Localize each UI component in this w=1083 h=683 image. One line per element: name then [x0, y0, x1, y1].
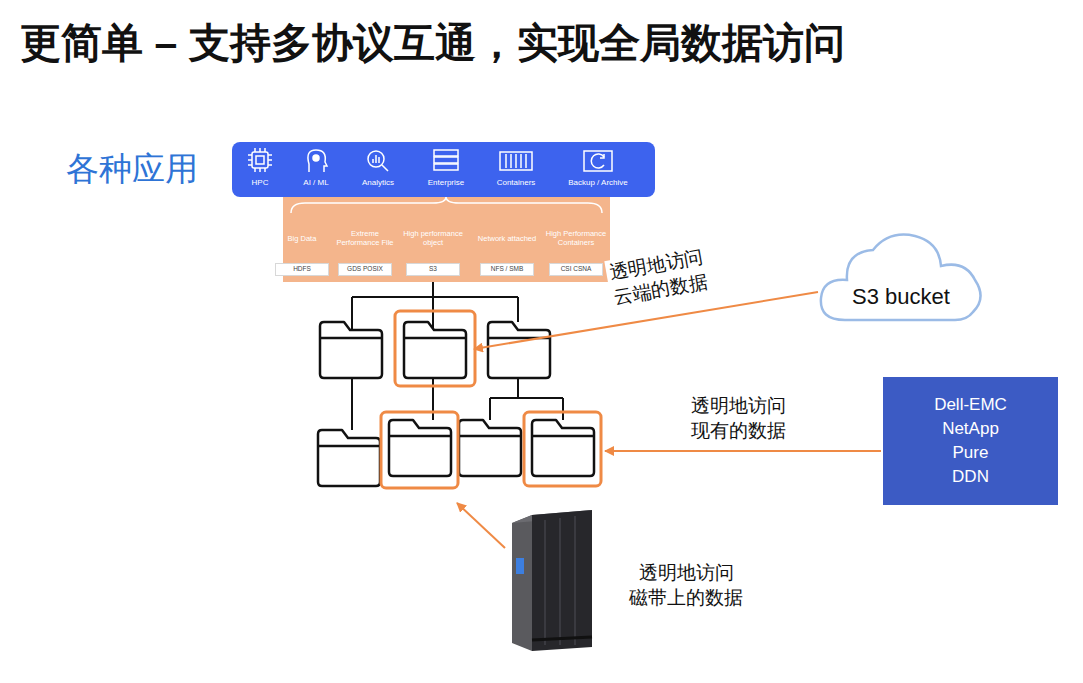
highlight-frames: [395, 311, 475, 386]
application-icons: [505, 154, 507, 168]
application-bar: 各种应用HPCAI / MLAnalyticsEnterpriseContain…: [232, 142, 655, 197]
vendor-list: Dell-EMC NetApp Pure DDN: [903, 393, 1038, 490]
protocol-category: High Performance Containers: [545, 219, 607, 259]
folder-icons: [459, 420, 521, 476]
page-title: 更简单 – 支持多协议互通，实现全局数据访问: [20, 16, 845, 71]
application-icons: [248, 148, 272, 172]
application-icons: [500, 152, 532, 170]
protocol-category: Extreme Performance File: [334, 219, 396, 259]
application-label: Backup / Archive: [558, 178, 638, 187]
bracket: [291, 197, 602, 213]
storage-vendor-box: Dell-EMC NetApp Pure DDN: [883, 377, 1058, 505]
protocol-category: Big Data: [271, 219, 333, 259]
protocol-box: GDS POSIX: [338, 263, 392, 276]
application-icons: [308, 150, 327, 172]
tape-library: [512, 515, 532, 651]
folder-icons: [532, 420, 594, 476]
tape-library: [532, 637, 592, 640]
protocol-band: Big DataExtreme Performance FileHigh per…: [283, 197, 610, 282]
protocol-name: HDFS: [276, 265, 328, 272]
access-arrows: [457, 292, 881, 548]
application-icons: [525, 154, 527, 168]
application-icons: [313, 155, 319, 161]
tape-library: [574, 516, 576, 645]
protocol-name: GDS POSIX: [339, 265, 391, 272]
callout-note: 透明地访问 现有的数据: [688, 393, 789, 444]
protocol-name: CSI CSNA: [550, 265, 602, 272]
application-icons: [248, 148, 272, 172]
protocol-category: Network attached: [476, 219, 538, 259]
callout-note: 透明地访问 磁带上的数据: [626, 560, 746, 611]
application-label: AI / ML: [276, 178, 356, 187]
application-icons: [510, 154, 512, 168]
application-icons: [256, 156, 264, 164]
protocol-name: S3: [407, 265, 459, 272]
tree-lines: [352, 282, 563, 430]
application-icons: [600, 154, 604, 158]
highlight-frames: [524, 412, 601, 486]
protocol-box: HDFS: [275, 263, 329, 276]
highlight-frames: [381, 311, 601, 488]
protocol-box: NFS / SMB: [480, 263, 534, 276]
application-icons: [434, 150, 458, 156]
application-label: Enterprise: [406, 178, 486, 187]
application-icons: [584, 151, 612, 171]
cloud-shape: S3 bucket: [815, 228, 987, 328]
protocol-box: CSI CSNA: [549, 263, 603, 276]
application-label: Analytics: [338, 178, 418, 187]
folder-icons: [318, 322, 594, 486]
application-icons: [591, 154, 604, 168]
tape-library: [512, 510, 592, 651]
cloud-label: S3 bucket: [815, 284, 987, 310]
access-arrow: [605, 450, 881, 452]
protocol-category: High performance object: [402, 219, 464, 259]
folder-icons: [320, 322, 382, 378]
application-icons: [252, 152, 268, 168]
tape-library: [544, 520, 546, 645]
application-icons: [373, 155, 388, 171]
application-icons: [515, 154, 517, 168]
application-icons: [434, 164, 458, 170]
folder-icons: [389, 420, 451, 476]
application-label: HPC: [220, 178, 300, 187]
application-icons: [248, 148, 612, 172]
folder-icons: [318, 430, 380, 486]
application-label: Containers: [476, 178, 556, 187]
folder-icons: [488, 322, 550, 378]
callout-note: 透明地访问 云端的数据: [604, 244, 712, 312]
tape-library: [532, 510, 592, 651]
application-icons: [520, 154, 522, 168]
tree-lines: [352, 282, 563, 430]
highlight-frames: [381, 412, 458, 488]
access-arrow: [457, 503, 505, 548]
tape-library: [516, 558, 524, 574]
protocol-name: NFS / SMB: [481, 265, 533, 272]
cloud-outline: [815, 228, 987, 328]
application-icons: [232, 142, 655, 197]
application-icons: [434, 157, 458, 163]
application-icons: [248, 148, 272, 172]
tape-library: [559, 518, 561, 645]
folder-icons: [404, 322, 466, 378]
group-heading: 各种应用: [66, 147, 198, 192]
cloud-outline: [821, 235, 981, 320]
protocol-box: S3: [406, 263, 460, 276]
